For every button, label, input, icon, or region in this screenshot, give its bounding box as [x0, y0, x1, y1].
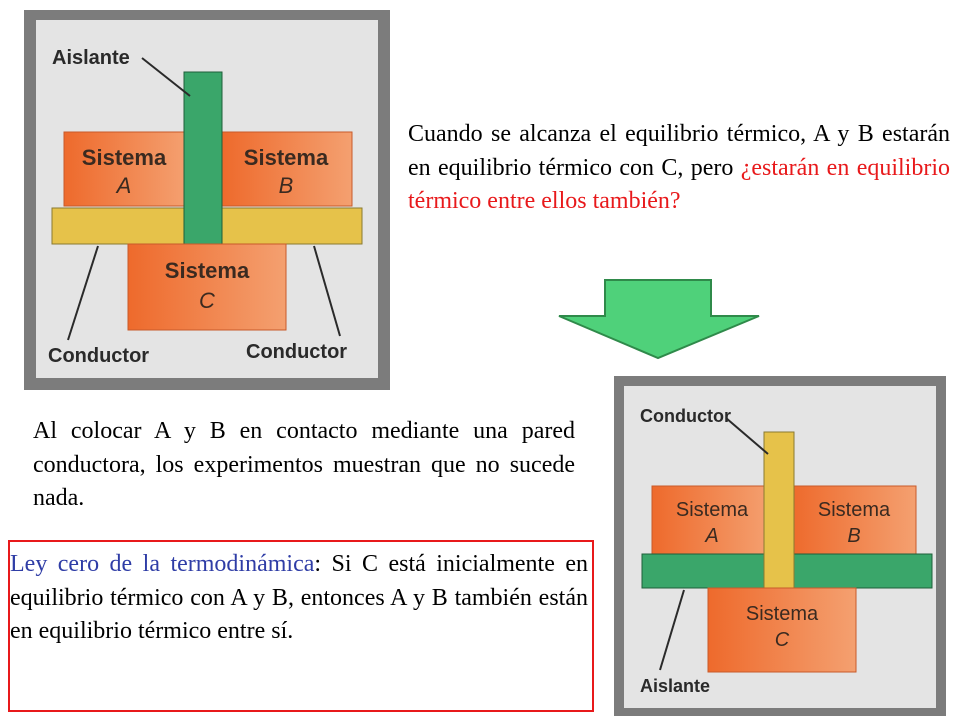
label-conductor: Conductor	[640, 406, 731, 426]
leader-insulator	[659, 589, 685, 671]
law-frame	[8, 540, 594, 712]
system-a-letter: A	[704, 525, 718, 547]
system-a-word: Sistema	[676, 499, 749, 521]
system-c-box	[127, 243, 287, 331]
diagram-bottom-svg: Sistema A Sistema B Sistema C Conductor …	[614, 376, 946, 716]
system-b-word: Sistema	[818, 499, 891, 521]
diagram-top: Sistema A Sistema B Sistema C Aislante C…	[24, 10, 390, 390]
system-b-box	[791, 485, 917, 555]
system-a-box	[63, 131, 187, 207]
label-conductor-left: Conductor	[48, 345, 149, 367]
diagram-top-svg: Sistema A Sistema B Sistema C Aislante C…	[24, 10, 390, 390]
insulator-wall	[183, 71, 223, 251]
label-insulator: Aislante	[640, 676, 710, 696]
law-body: : Si C está inicialmente en equilibrio t…	[10, 551, 588, 645]
law-title: Ley cero de la termodinámica	[10, 551, 315, 577]
system-c-letter: C	[199, 288, 215, 313]
system-b-letter: B	[279, 173, 294, 198]
system-c-word: Sistema	[165, 258, 250, 283]
system-a-letter: A	[115, 173, 132, 198]
conductor-wall	[763, 431, 795, 597]
diagram-bottom: Sistema A Sistema B Sistema C Conductor …	[614, 376, 946, 716]
leader-insulator	[141, 57, 191, 97]
system-c-box	[707, 587, 857, 673]
system-a-word: Sistema	[82, 145, 167, 170]
label-conductor-right: Conductor	[246, 341, 347, 363]
system-c-letter: C	[775, 629, 790, 651]
system-a-box	[651, 485, 771, 555]
top-paragraph-question: ¿estarán en equilibrio térmico entre ell…	[408, 154, 951, 215]
top-paragraph: Cuando se alcanza el equilibrio térmico,…	[408, 118, 950, 219]
law-paragraph: Ley cero de la termodinámica: Si C está …	[10, 548, 588, 649]
top-paragraph-plain: Cuando se alcanza el equilibrio térmico,…	[408, 121, 950, 181]
label-insulator: Aislante	[52, 47, 130, 69]
system-b-word: Sistema	[244, 145, 329, 170]
leader-conductor	[725, 417, 769, 455]
system-b-letter: B	[847, 525, 860, 547]
down-arrow-icon	[558, 279, 760, 360]
leader-conductor-right	[313, 245, 341, 337]
middle-paragraph: Al colocar A y B en contacto mediante un…	[33, 418, 575, 512]
leader-conductor-left	[67, 245, 99, 341]
system-c-word: Sistema	[746, 603, 819, 625]
down-arrow	[555, 278, 763, 365]
